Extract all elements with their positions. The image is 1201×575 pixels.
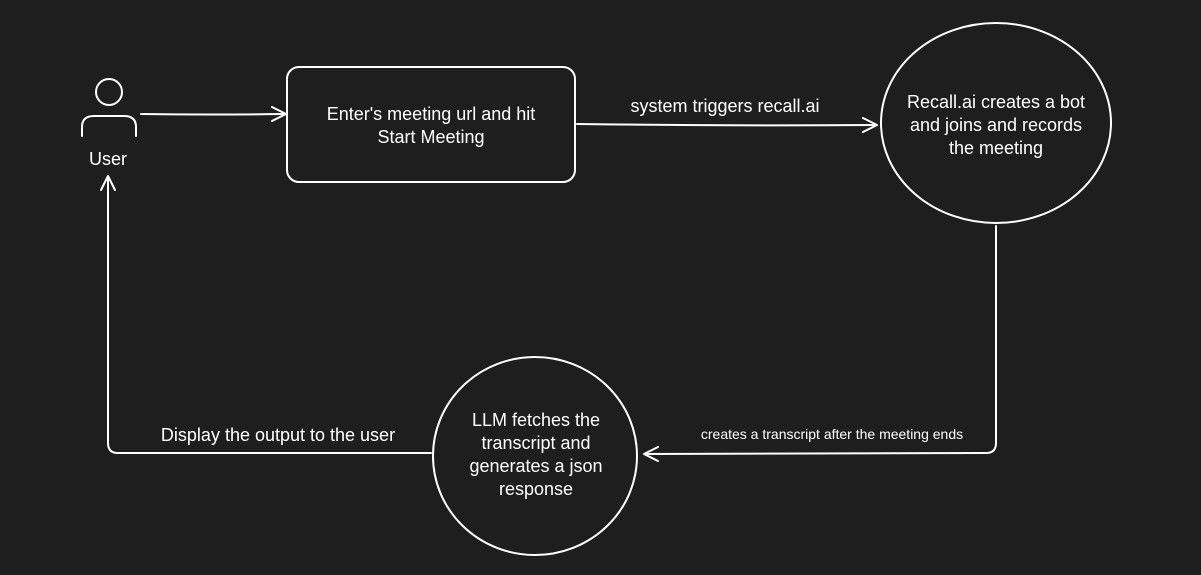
arrow-user-to-enter-url xyxy=(140,106,287,122)
triggers-label: system triggers recall.ai xyxy=(630,96,819,116)
arrow-enter-url-to-recall xyxy=(576,117,878,133)
recall-line2: and joins and records xyxy=(910,115,1082,135)
display-label: Display the output to the user xyxy=(161,425,395,445)
enter-url-box xyxy=(286,66,576,183)
transcript-label: creates a transcript after the meeting e… xyxy=(701,426,963,442)
enter-url-line2: Start Meeting xyxy=(377,127,484,147)
recall-bot-node xyxy=(880,22,1112,224)
recall-line1: Recall.ai creates a bot xyxy=(907,92,1085,112)
user-icon xyxy=(81,78,137,137)
llm-line3: generates a json xyxy=(469,456,602,476)
llm-node xyxy=(432,356,638,556)
recall-line3: the meeting xyxy=(949,138,1043,158)
llm-line4: response xyxy=(499,479,573,499)
arrow-recall-to-llm xyxy=(643,225,997,462)
arrow-llm-to-user xyxy=(100,175,432,454)
user-label: User xyxy=(89,149,127,169)
llm-line2: transcript and xyxy=(481,433,590,453)
llm-line1: LLM fetches the xyxy=(472,410,600,430)
enter-url-line1: Enter's meeting url and hit xyxy=(327,104,536,124)
user-icon-head xyxy=(95,78,123,106)
user-icon-body xyxy=(81,115,137,137)
